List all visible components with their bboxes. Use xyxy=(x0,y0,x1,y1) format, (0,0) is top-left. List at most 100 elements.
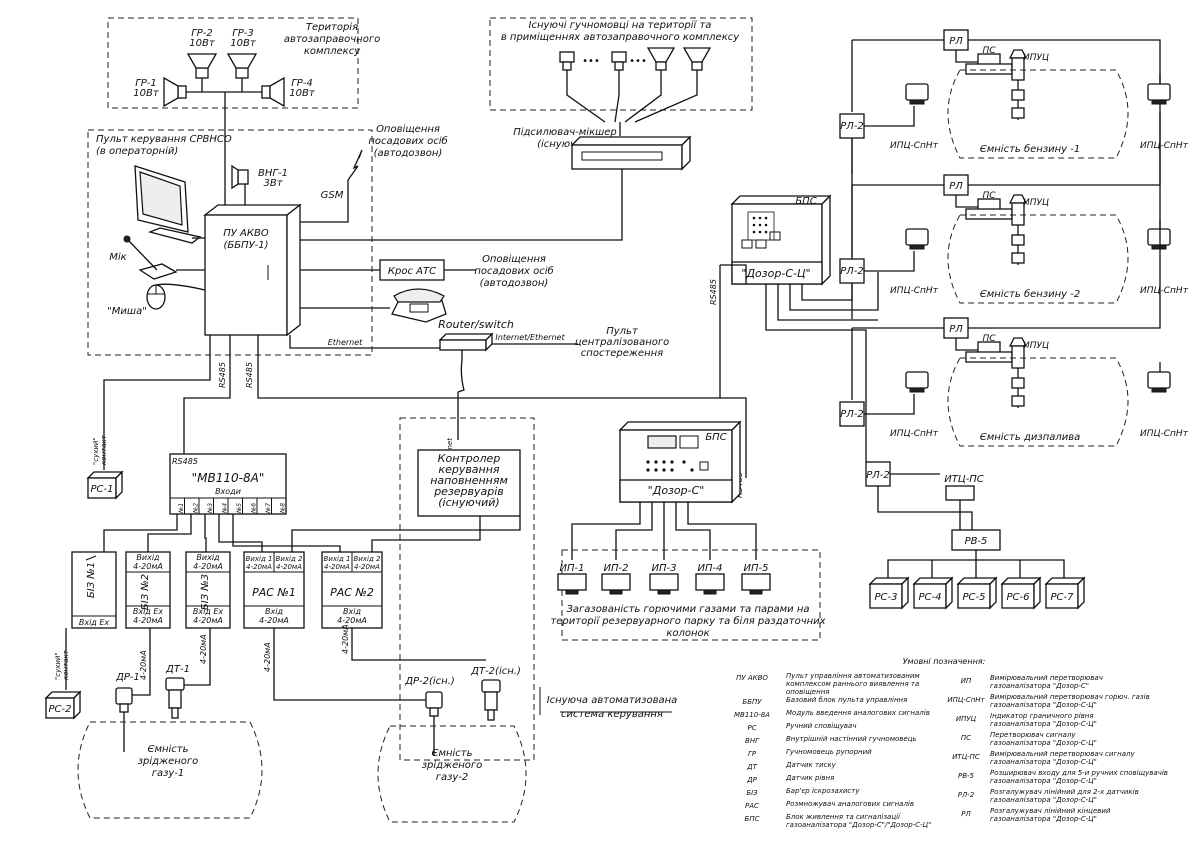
ip-label: ИП-3 xyxy=(652,563,677,574)
territory-zone xyxy=(107,17,359,109)
svg-text:ИПУЦ: ИПУЦ xyxy=(1023,53,1049,63)
legend-abbr: ИПУЦ xyxy=(956,715,977,723)
legend-desc: Розширювач входу для 5-и ручних сповіщув… xyxy=(990,769,1168,785)
ethernet-label: Ethernet xyxy=(328,338,363,347)
gsm-label: GSM xyxy=(321,190,344,201)
legend-desc: Розмножувач аналогових сигналів xyxy=(786,800,914,808)
svg-text:РЛ: РЛ xyxy=(949,181,963,192)
mv110-input-label: №1 xyxy=(178,503,185,514)
dozor-c-label: "Дозор-С" xyxy=(648,484,705,497)
mic-label: Мік xyxy=(109,251,126,263)
ipc-sensor xyxy=(1147,83,1171,101)
legend-abbr: ББПУ xyxy=(742,698,762,706)
pressure-sensor-dt1 xyxy=(165,677,185,719)
mv110-input-label: №8 xyxy=(280,503,287,514)
gas-zone-label: Загазованість горючими газами та парами … xyxy=(550,603,825,639)
svg-text:ИПЦ-СпНт: ИПЦ-СпНт xyxy=(890,429,939,439)
horn-speaker-icon xyxy=(611,51,627,71)
call-point xyxy=(868,576,910,610)
dt2-label: ДТ-2(існ.) xyxy=(470,665,521,677)
biz1-label: БІЗ №1 xyxy=(86,562,97,598)
wall-speaker-icon xyxy=(231,164,249,190)
mv110-label: "МВ110-8А" xyxy=(192,471,265,485)
svg-text:Вихід 24-20мА: Вихід 24-20мА xyxy=(276,555,304,571)
legend-abbr: ГР xyxy=(748,750,757,758)
rs1-label: РС-1 xyxy=(91,484,114,495)
dr1-label: ДР-1 xyxy=(115,672,140,683)
call-point-label: РС-3 xyxy=(875,592,898,603)
svg-text:ИПЦ-СпНт: ИПЦ-СпНт xyxy=(1140,141,1189,151)
monitor-icon xyxy=(134,165,202,244)
svg-text:Вихід 14-20мА: Вихід 14-20мА xyxy=(324,555,351,571)
rs2-call-point xyxy=(44,690,82,720)
lpg-tank-1 xyxy=(77,721,263,819)
svg-text:ИПУЦ: ИПУЦ xyxy=(1023,341,1049,351)
legend-abbr: РС xyxy=(747,724,756,732)
biz1-input-label: Вхід Ex xyxy=(79,618,110,627)
svg-text:RS485: RS485 xyxy=(245,362,254,388)
call-point-label: РС-6 xyxy=(1007,592,1030,603)
legend-abbr: РВ-5 xyxy=(958,772,975,780)
level-sensor-dr1 xyxy=(115,687,133,752)
horn-speaker-icon xyxy=(261,76,285,108)
itc-ps-converter xyxy=(945,485,975,501)
bps-dozor-cc xyxy=(730,194,832,286)
bps-label: БПС xyxy=(705,432,726,443)
legend-desc: Датчик тиску xyxy=(785,761,837,769)
svg-text:4-20мА: 4-20мА xyxy=(263,642,272,672)
legend-desc: Модуль введення аналогових сигналів xyxy=(786,709,930,717)
speaker-dots: ••• xyxy=(582,56,600,67)
legend-abbr: ИПЦ-СпНт xyxy=(947,696,985,704)
pu-akvo-cabinet xyxy=(203,203,302,337)
mouse-label: "Миша" xyxy=(107,306,147,317)
svg-text:Ємність бензину -2: Ємність бензину -2 xyxy=(980,288,1081,300)
pu-akvo-label: ПУ АКВО(ББПУ-1) xyxy=(223,228,269,251)
legend-abbr: ВНГ xyxy=(745,737,760,745)
legend-abbr: РЛ xyxy=(961,810,971,818)
svg-text:4-20мА: 4-20мА xyxy=(199,634,208,664)
mixer-amplifier xyxy=(570,135,692,171)
call-point xyxy=(912,576,954,610)
legend-abbr: РЛ-2 xyxy=(958,791,975,799)
bps-dozor-c xyxy=(618,420,742,504)
svg-text:РЛ-2: РЛ-2 xyxy=(866,470,890,481)
ip-label: ИП-2 xyxy=(604,563,629,574)
legend-abbr: ДТ xyxy=(746,763,757,771)
dry-contact-label: "сухий"контакт xyxy=(92,434,108,465)
call-point-label: РС-4 xyxy=(919,592,942,603)
legend-desc: Базовий блок пульта управління xyxy=(786,696,907,704)
biz1-barrier xyxy=(71,551,117,629)
existing-speakers-zone xyxy=(489,17,753,111)
level-sensor-dr2 xyxy=(425,691,443,756)
legend-abbr: РАС xyxy=(745,802,759,810)
existing-auto-zone xyxy=(399,417,535,761)
rv5-label: РВ-5 xyxy=(965,536,988,547)
ipc-sensor xyxy=(905,83,929,101)
router-label: Router/switch xyxy=(438,318,514,331)
legend-abbr: ПУ АКВО xyxy=(736,674,768,682)
dt1-label: ДТ-1 xyxy=(165,664,190,675)
legend-desc: Внутрішній настінний гучномовець xyxy=(786,735,917,743)
svg-text:ИПЦ-СпНт: ИПЦ-СпНт xyxy=(1140,429,1189,439)
horn-speaker-icon xyxy=(559,51,575,71)
rs485-label: RS485 xyxy=(218,362,227,388)
console-zone-label: Пульт керування СРВНСО(в операторній) xyxy=(96,134,232,157)
